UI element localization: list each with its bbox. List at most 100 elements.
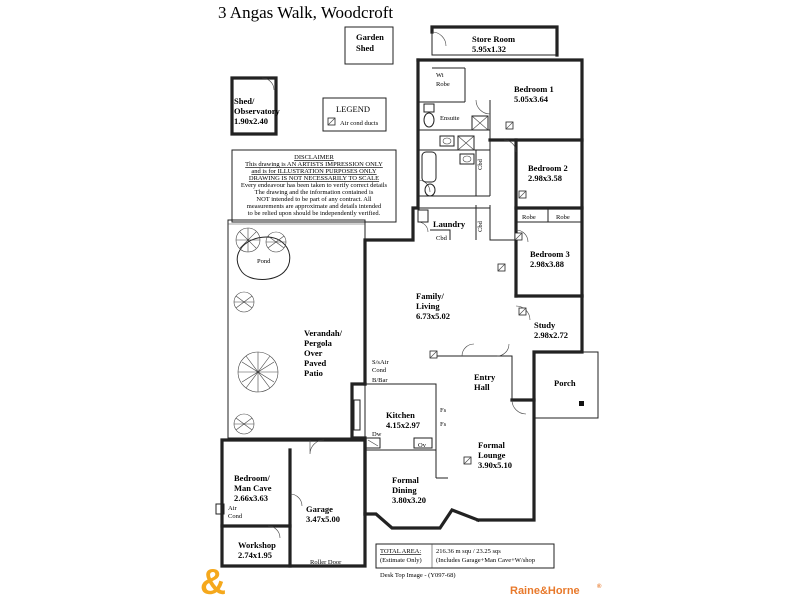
garden-landscaping: Pond	[233, 227, 291, 435]
svg-text:216.36 m squ / 23.25 sqs: 216.36 m squ / 23.25 sqs	[436, 548, 501, 555]
svg-text:3.47x5.00: 3.47x5.00	[306, 514, 340, 524]
plan-title: 3 Angas Walk, Woodcroft	[218, 3, 393, 22]
svg-text:Workshop: Workshop	[238, 540, 276, 550]
svg-text:Man Cave: Man Cave	[234, 483, 272, 493]
svg-text:4.15x2.97: 4.15x2.97	[386, 420, 421, 430]
svg-text:5.95x1.32: 5.95x1.32	[472, 44, 506, 54]
svg-text:Shed/: Shed/	[234, 96, 255, 106]
shrub-icon	[265, 231, 287, 253]
svg-text:Wi: Wi	[436, 72, 444, 79]
toilet-icon	[423, 112, 435, 128]
svg-text:Pond: Pond	[257, 258, 271, 265]
shed-observatory: Shed/ Observatory 1.90x2.40	[230, 76, 281, 136]
door-swings	[417, 99, 531, 415]
svg-text:Cbd: Cbd	[477, 220, 484, 232]
svg-text:Cond: Cond	[372, 367, 387, 374]
garden-shed: Garden Shed	[344, 26, 394, 65]
svg-text:Robe: Robe	[556, 214, 570, 221]
svg-text:Cbd: Cbd	[436, 235, 448, 242]
svg-text:Bedroom 1: Bedroom 1	[514, 84, 554, 94]
svg-text:Porch: Porch	[554, 378, 576, 388]
brand-name: Raine&Horne ®	[510, 583, 602, 597]
svg-text:2.66x3.63: 2.66x3.63	[234, 493, 268, 503]
svg-text:Shed: Shed	[356, 43, 374, 53]
svg-text:Study: Study	[534, 320, 556, 330]
bathroom-fixtures	[417, 103, 489, 223]
svg-text:S/sAir: S/sAir	[372, 359, 389, 366]
svg-text:Verandah/: Verandah/	[304, 328, 343, 338]
svg-text:Fs: Fs	[440, 421, 447, 428]
svg-text:2.98x3.88: 2.98x3.88	[530, 259, 564, 269]
svg-text:TOTAL AREA:: TOTAL AREA:	[380, 548, 421, 555]
shrub-icon	[235, 227, 261, 253]
garage-block: Bedroom/ Man Cave 2.66x3.63 Air Cond Gar…	[215, 438, 367, 568]
verandah: Verandah/ Pergola Over Paved Patio	[227, 219, 366, 439]
brand-logo-mark: &	[200, 561, 226, 600]
disclaimer: DISCLAIMER This drawing is AN ARTISTS IM…	[231, 149, 397, 223]
svg-text:2.74x1.95: 2.74x1.95	[238, 550, 272, 560]
svg-text:measurements are approximate a: measurements are approximate and details…	[247, 203, 382, 210]
svg-text:Garden: Garden	[356, 32, 384, 42]
svg-text:Patio: Patio	[304, 368, 323, 378]
svg-text:Laundry: Laundry	[433, 219, 466, 229]
svg-text:®: ®	[597, 583, 602, 590]
svg-text:Ov: Ov	[418, 442, 427, 449]
svg-text:Dining: Dining	[392, 485, 417, 495]
svg-text:The drawing and the informatio: The drawing and the information containe…	[255, 189, 374, 196]
svg-text:Store Room: Store Room	[472, 34, 515, 44]
room-labels: Wi Robe Ensuite Bedroom 1 5.05x3.64 Bedr…	[372, 72, 570, 505]
svg-text:Hall: Hall	[474, 382, 490, 392]
svg-text:and is for ILLUSTRATION PURPOS: and is for ILLUSTRATION PURPOSES ONLY	[251, 168, 377, 175]
svg-text:Air: Air	[228, 505, 238, 512]
legend: LEGEND Air cond ducts	[322, 97, 387, 132]
svg-text:1.90x2.40: 1.90x2.40	[234, 116, 268, 126]
legend-item: Air cond ducts	[340, 120, 379, 127]
shrub-icon	[233, 413, 255, 435]
svg-text:This drawing is AN ARTISTS IMP: This drawing is AN ARTISTS IMPRESSION ON…	[245, 161, 383, 168]
post-icon	[579, 401, 584, 406]
svg-text:Pergola: Pergola	[304, 338, 333, 348]
svg-text:Over: Over	[304, 348, 323, 358]
svg-text:5.05x3.64: 5.05x3.64	[514, 94, 549, 104]
toilet-icon	[424, 183, 436, 197]
svg-text:Bedroom 2: Bedroom 2	[528, 163, 568, 173]
total-area: TOTAL AREA: (Estimate Only) 216.36 m squ…	[375, 543, 555, 569]
svg-text:Garage: Garage	[306, 504, 333, 514]
shower-icon	[471, 115, 489, 131]
svg-text:Bedroom/: Bedroom/	[234, 473, 270, 483]
svg-text:Cbd: Cbd	[477, 158, 484, 170]
porch: Porch	[534, 351, 599, 419]
svg-text:Robe: Robe	[436, 81, 450, 88]
svg-text:3.90x5.10: 3.90x5.10	[478, 460, 512, 470]
svg-text:Formal: Formal	[392, 475, 420, 485]
shrub-icon	[233, 291, 255, 313]
svg-text:Raine&Horne: Raine&Horne	[510, 585, 580, 597]
svg-text:NOT intended to be part of any: NOT intended to be part of any contract.…	[256, 196, 371, 203]
svg-text:Lounge: Lounge	[478, 450, 506, 460]
svg-text:Every endeavour has been taken: Every endeavour has been taken to verify…	[241, 182, 388, 189]
svg-text:Roller Door: Roller Door	[310, 559, 342, 566]
svg-text:2.98x2.72: 2.98x2.72	[534, 330, 568, 340]
svg-text:DISCLAIMER: DISCLAIMER	[294, 154, 334, 161]
svg-text:Ensuite: Ensuite	[440, 115, 460, 122]
svg-text:Formal: Formal	[478, 440, 506, 450]
svg-text:6.73x5.02: 6.73x5.02	[416, 311, 450, 321]
svg-text:Cond: Cond	[228, 513, 243, 520]
svg-text:Bedroom 3: Bedroom 3	[530, 249, 570, 259]
shrub-icon	[237, 351, 279, 393]
sink-icon	[439, 135, 455, 147]
svg-text:Fs: Fs	[440, 407, 447, 414]
svg-text:(Estimate Only): (Estimate Only)	[380, 557, 422, 564]
svg-text:3.80x3.20: 3.80x3.20	[392, 495, 426, 505]
svg-text:(Includes Garage+Man Cave+W/sh: (Includes Garage+Man Cave+W/shop	[436, 557, 535, 564]
svg-text:Dw: Dw	[372, 431, 382, 438]
air-duct-markers	[429, 121, 527, 465]
svg-text:Kitchen: Kitchen	[386, 410, 415, 420]
svg-text:Robe: Robe	[522, 214, 536, 221]
svg-text:to be relied upon should be in: to be relied upon should be independentl…	[248, 210, 381, 217]
legend-heading: LEGEND	[336, 104, 370, 114]
svg-text:Observatory: Observatory	[234, 106, 281, 116]
svg-text:Entry: Entry	[474, 372, 496, 382]
svg-text:2.98x3.58: 2.98x3.58	[528, 173, 562, 183]
